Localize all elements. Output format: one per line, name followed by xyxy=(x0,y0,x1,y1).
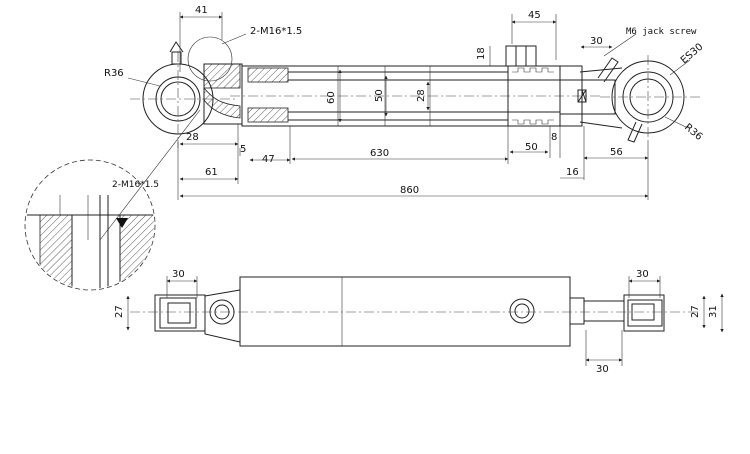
left-rod-eye xyxy=(130,41,238,148)
bottom-view: 30 27 30 27 31 30 xyxy=(114,269,724,375)
piston-section xyxy=(505,45,561,127)
right-rod-eye xyxy=(579,55,700,143)
dim-30-top: 30 xyxy=(590,36,603,47)
dim-31: 31 xyxy=(708,305,719,318)
dim-860: 860 xyxy=(400,185,419,196)
dim-18: 18 xyxy=(476,47,487,60)
dim-27-left: 27 xyxy=(114,305,125,318)
detail-view: 2-M16*1.5 xyxy=(24,159,159,291)
head-section xyxy=(203,63,289,125)
dim-61: 61 xyxy=(205,167,218,178)
dim-es30: ES30 xyxy=(679,42,706,67)
dim-8: 8 xyxy=(551,132,557,143)
dim-60: 60 xyxy=(326,91,337,104)
dim-30-left: 30 xyxy=(172,269,185,280)
dim-30-right-top: 30 xyxy=(636,269,649,280)
dim-thread-top: 2-M16*1.5 xyxy=(250,26,302,37)
dim-45: 45 xyxy=(528,10,541,21)
dim-30-right-bottom: 30 xyxy=(596,364,609,375)
detail-thread-label: 2-M16*1.5 xyxy=(112,180,159,190)
dim-630: 630 xyxy=(370,148,389,159)
dim-27-right: 27 xyxy=(690,305,701,318)
dim-50: 50 xyxy=(374,89,385,102)
dim-50-bottom: 50 xyxy=(525,142,538,153)
barrel xyxy=(230,65,600,127)
dim-28: 28 xyxy=(186,132,199,143)
dim-jack-screw: M6 jack screw xyxy=(626,27,697,37)
dim-r36-left: R36 xyxy=(104,68,124,79)
dim-56: 56 xyxy=(610,147,623,158)
dim-47: 47 xyxy=(262,154,275,165)
piston-rod xyxy=(559,79,616,115)
dim-41: 41 xyxy=(195,5,208,16)
top-view: 41 2-M16*1.5 45 18 30 M6 jack screw R36 … xyxy=(99,5,706,241)
dim-5: 5 xyxy=(240,144,246,155)
dim-r36-right: R36 xyxy=(682,122,704,143)
dim-16: 16 xyxy=(566,167,579,178)
dimension-lines xyxy=(99,12,691,241)
dim-28-rod: 28 xyxy=(416,89,427,102)
